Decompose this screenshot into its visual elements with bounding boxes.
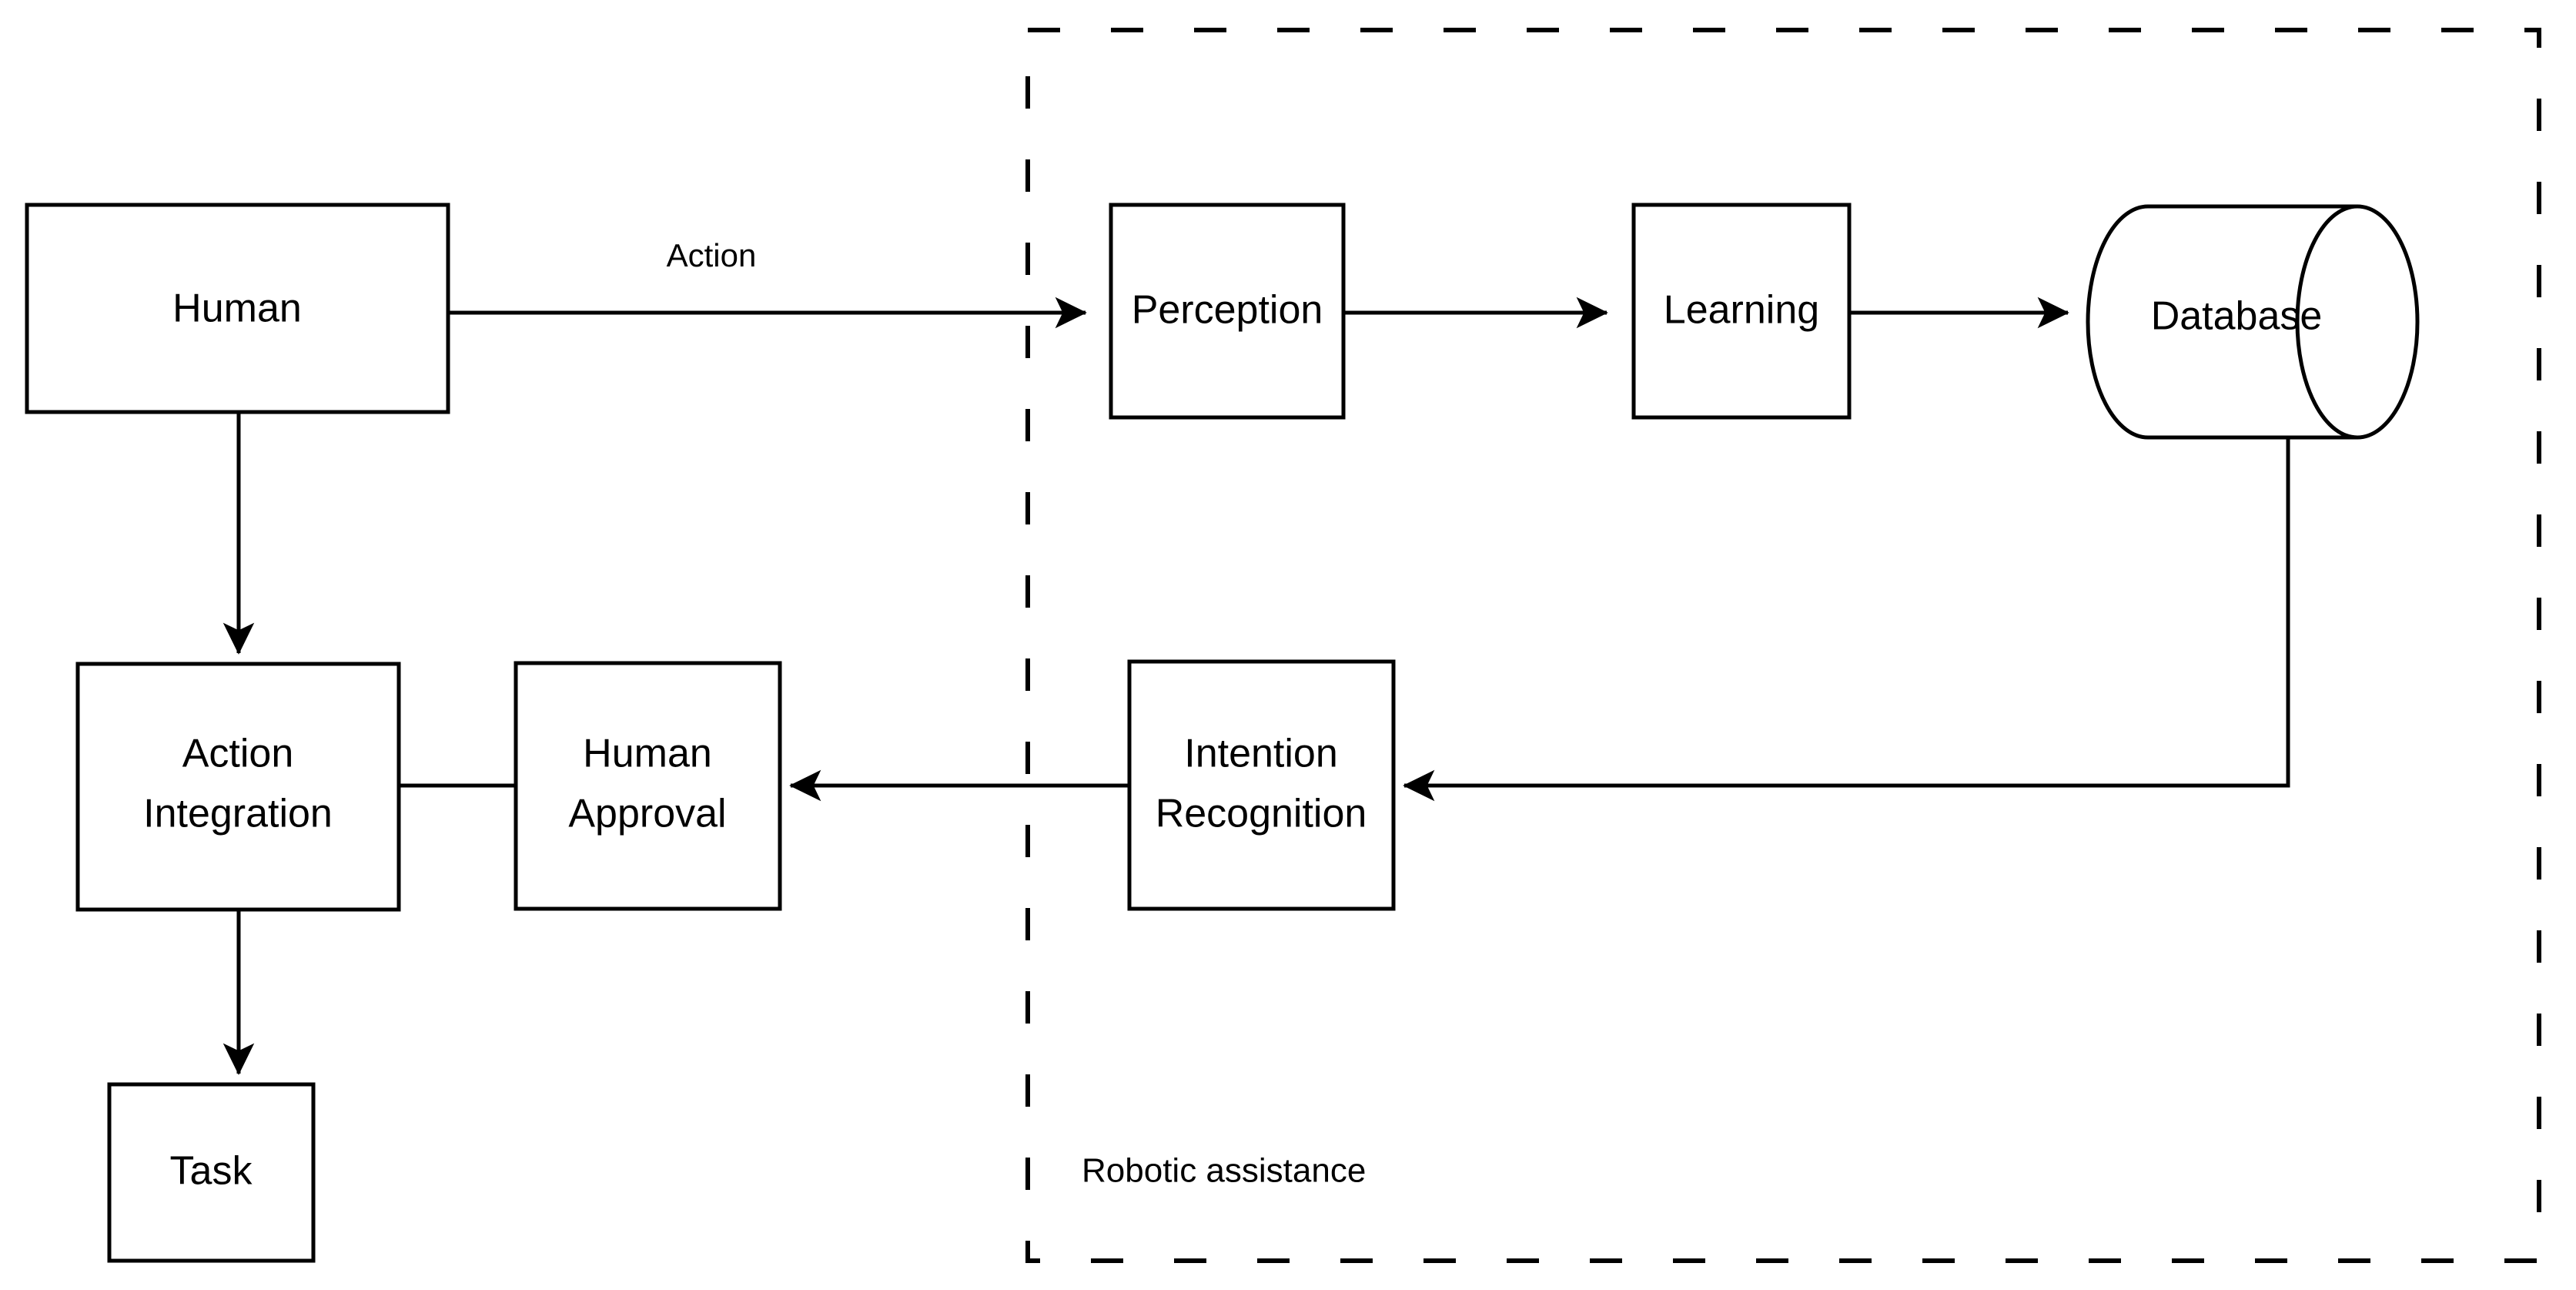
node-human-box: [25, 203, 450, 414]
edge-database-to-intention: [1403, 437, 2290, 802]
node-learning-box: [1631, 203, 1852, 420]
node-learning[interactable]: Learning: [1631, 203, 1852, 420]
node-intention-recognition-label-line1: Intention: [1184, 732, 1338, 776]
edge-label-action: Action: [667, 237, 757, 273]
node-intention-recognition-label-line2: Recognition: [1156, 792, 1367, 836]
node-perception-label: Perception: [1132, 288, 1323, 333]
node-intention-recognition[interactable]: Intention Recognition: [1127, 659, 1396, 911]
node-action-integration-label-line1: Action: [182, 732, 294, 776]
node-action-integration-label-line2: Integration: [143, 792, 333, 836]
node-human-approval[interactable]: Human Approval: [514, 661, 782, 911]
node-action-integration[interactable]: Action Integration: [75, 662, 401, 912]
node-human-approval-label-line2: Approval: [568, 792, 726, 836]
robotic-assistance-group-frame: [1025, 28, 2541, 1263]
node-perception[interactable]: Perception: [1109, 203, 1346, 420]
node-human[interactable]: Human: [25, 203, 450, 414]
node-database-cylinder-cap: [2295, 204, 2358, 440]
node-human-approval-box: [514, 661, 782, 911]
node-human-label: Human: [172, 286, 302, 331]
node-task-box: [107, 1082, 316, 1263]
node-task-label: Task: [170, 1149, 253, 1194]
node-action-integration-box: [75, 662, 401, 912]
node-database[interactable]: Database: [2086, 204, 2420, 440]
node-human-approval-label-line1: Human: [583, 732, 712, 776]
node-learning-label: Learning: [1664, 288, 1819, 333]
node-intention-recognition-box: [1127, 659, 1396, 911]
node-database-label: Database: [2151, 294, 2323, 339]
node-perception-box: [1109, 203, 1346, 420]
robotic-assistance-group-label: Robotic assistance: [1082, 1152, 1366, 1190]
node-task[interactable]: Task: [107, 1082, 316, 1263]
